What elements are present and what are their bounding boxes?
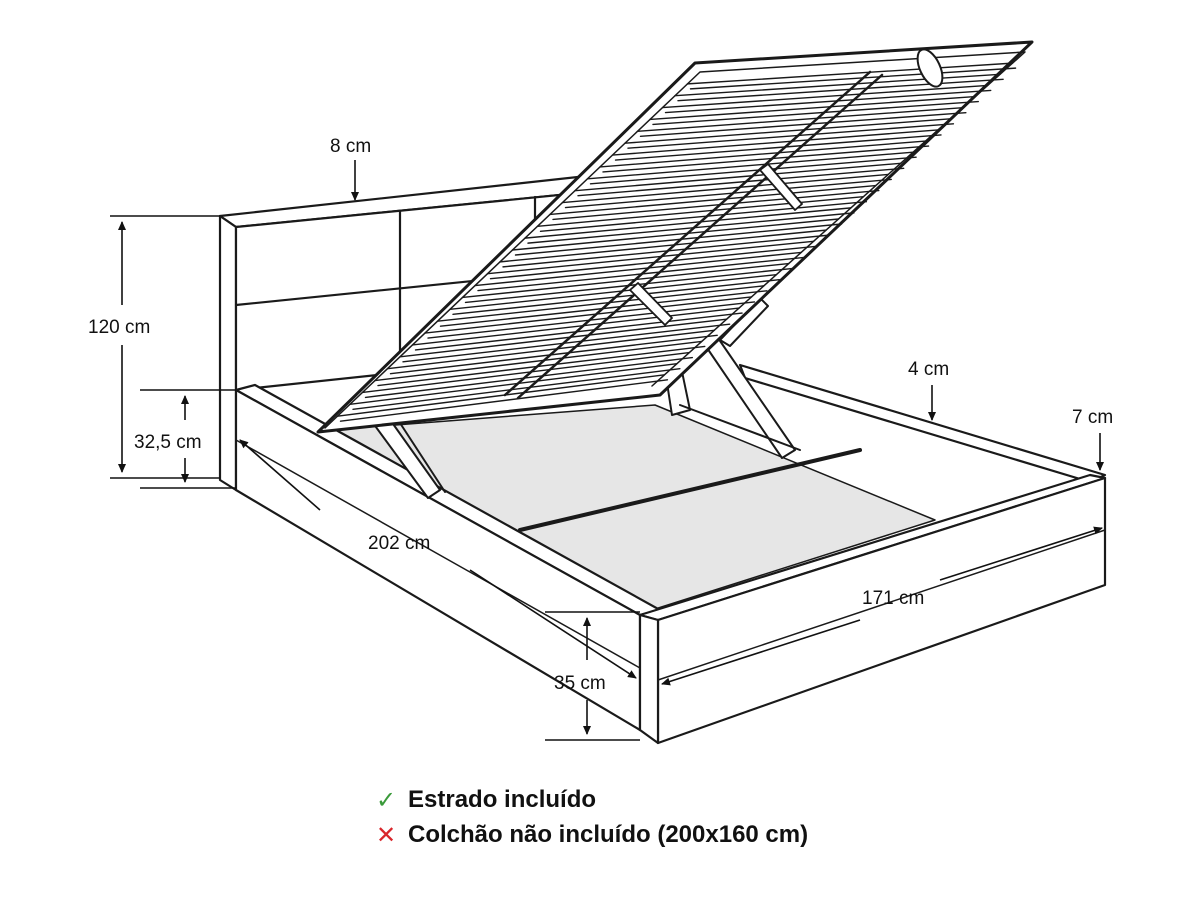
dim-headboard-thickness: 8 cm <box>330 136 371 157</box>
slat <box>411 307 740 346</box>
slat-edge <box>389 334 718 375</box>
slat <box>611 129 939 156</box>
slat <box>586 151 914 180</box>
slat <box>499 229 827 263</box>
slat <box>674 73 1001 97</box>
slat <box>574 162 902 192</box>
slat <box>599 140 927 168</box>
slat <box>361 351 690 394</box>
slat <box>511 218 840 251</box>
slat <box>686 62 1014 85</box>
slat-edge <box>627 123 955 149</box>
slat <box>386 329 715 370</box>
slat <box>486 240 815 275</box>
slat-edge <box>539 201 868 232</box>
dim-base-height-back: 32,5 cm <box>134 432 202 453</box>
slat <box>336 374 666 417</box>
slat-edge <box>689 67 1017 90</box>
dim-length: 202 cm <box>368 533 430 554</box>
slat-edge <box>564 178 892 209</box>
dim-side-panel-thickness: 4 cm <box>908 359 949 380</box>
slat-edge <box>664 89 992 114</box>
slat-edge <box>639 111 967 138</box>
slat <box>549 184 877 216</box>
slat-edge <box>602 145 930 173</box>
slat <box>624 118 952 144</box>
slat <box>474 251 802 287</box>
slat-edge <box>402 323 731 363</box>
slat-edge <box>414 312 743 351</box>
slat-edge <box>677 78 1004 102</box>
slat <box>424 296 753 334</box>
slat-edge <box>652 100 979 126</box>
slat-edge <box>514 223 843 256</box>
slat <box>436 285 765 322</box>
slatted-base <box>316 40 1034 434</box>
slat <box>349 363 678 405</box>
dim-width: 171 cm <box>862 588 924 609</box>
slat <box>461 262 790 299</box>
slat <box>636 106 964 133</box>
dim-headboard-height: 120 cm <box>88 317 150 338</box>
slat <box>399 318 728 358</box>
slat-edge <box>614 134 942 161</box>
legend-not-included-text: Colchão não incluído (200x160 cm) <box>408 821 809 848</box>
slat-edge <box>352 368 681 410</box>
slat <box>449 273 778 311</box>
slat <box>649 95 976 121</box>
foot-panel <box>638 473 1107 745</box>
legend-included-text: Estrado incluído <box>408 786 597 813</box>
slat-edge <box>364 356 693 399</box>
slat-edge <box>577 167 905 197</box>
dim-front-panel-thickness: 7 cm <box>1072 407 1113 428</box>
slat-edge <box>339 379 669 422</box>
slat-edge <box>552 189 880 221</box>
slat <box>374 340 703 382</box>
legend-not-included: ✕ Colchão não incluído (200x160 cm) <box>372 820 1072 850</box>
slat <box>661 84 989 109</box>
checkmark-icon: ✓ <box>375 786 397 814</box>
slat-edge <box>589 156 917 185</box>
slat <box>536 196 865 227</box>
legend-included: ✓ Estrado incluído <box>372 785 1072 815</box>
dim-frame-height: 35 cm <box>554 673 606 694</box>
slat-edge <box>527 212 855 244</box>
cross-icon: ✕ <box>375 821 397 849</box>
slat <box>524 207 852 239</box>
slat <box>561 173 889 204</box>
slat-edge <box>377 345 706 387</box>
